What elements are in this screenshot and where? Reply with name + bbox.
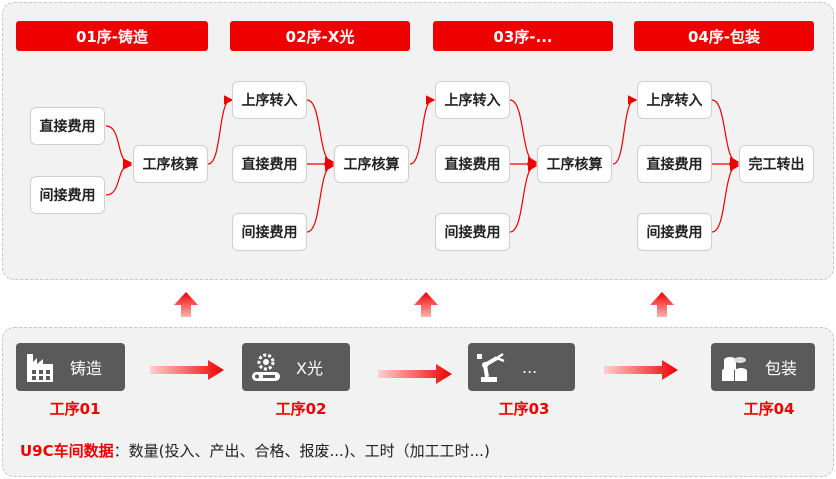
up-arrow-icon: [174, 292, 198, 317]
stage1-indirect-cost: 间接费用: [30, 176, 105, 214]
rolls-icon: [717, 349, 753, 385]
gear-conveyor-icon: [248, 349, 284, 385]
stage2-process-accounting: 工序核算: [334, 145, 409, 183]
process-name: ...: [522, 357, 538, 377]
robot-arm-icon: [474, 349, 510, 385]
process-label: 工序02: [275, 400, 327, 418]
stage2-indirect-cost: 间接费用: [232, 213, 307, 251]
stage3-process-accounting: 工序核算: [537, 145, 612, 183]
process-casting: 铸造: [16, 343, 125, 391]
stage3-indirect-cost: 间接费用: [435, 213, 510, 251]
footer-text: ：数量(投入、产出、合格、报废...)、工时（加工工时...): [113, 442, 490, 460]
stage1-process-accounting: 工序核算: [133, 145, 208, 183]
process-name: 铸造: [70, 359, 103, 378]
process-packing: 包装: [711, 343, 815, 391]
stage4-finish-transfer: 完工转出: [739, 145, 814, 183]
up-arrow-icon: [414, 292, 438, 317]
header-xray: 02序-X光: [230, 21, 410, 51]
process-xray: X光: [242, 343, 350, 391]
footer-highlight: U9C车间数据: [20, 442, 114, 460]
stage3-direct-cost: 直接费用: [435, 145, 510, 183]
right-arrow-icon: [378, 364, 452, 384]
stage2-direct-cost: 直接费用: [232, 145, 307, 183]
workshop-process-panel: [2, 327, 834, 477]
process-name: 包装: [765, 359, 798, 378]
header-step3: 03序-...: [433, 21, 613, 51]
right-arrow-icon: [604, 360, 678, 380]
stage4-direct-cost: 直接费用: [637, 145, 712, 183]
up-arrow-icon: [650, 292, 674, 317]
header-casting: 01序-铸造: [16, 21, 208, 51]
process-label: 工序03: [498, 400, 550, 418]
stage4-inbound: 上序转入: [637, 81, 712, 119]
process-step3: ...: [468, 343, 575, 391]
workshop-data-note: U9C车间数据：数量(投入、产出、合格、报废...)、工时（加工工时...): [20, 440, 490, 461]
process-name: X光: [296, 359, 323, 378]
stage3-inbound: 上序转入: [435, 81, 510, 119]
stage2-inbound: 上序转入: [232, 81, 307, 119]
process-label: 工序04: [743, 400, 795, 418]
stage4-indirect-cost: 间接费用: [637, 213, 712, 251]
process-label: 工序01: [49, 400, 101, 418]
header-packing: 04序-包装: [634, 21, 814, 51]
right-arrow-icon: [150, 360, 224, 380]
stage1-direct-cost: 直接费用: [30, 107, 105, 145]
factory-icon: [22, 349, 58, 385]
